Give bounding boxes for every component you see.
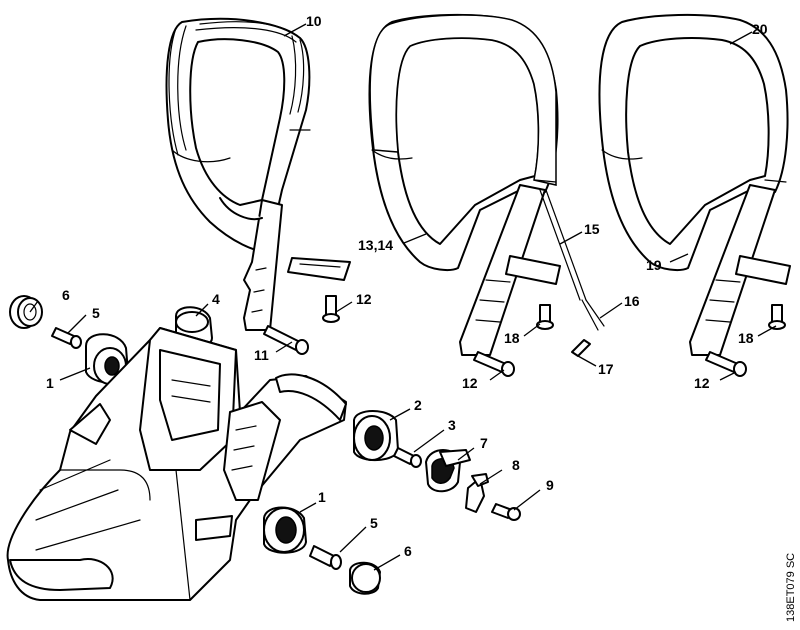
buffer-2: [353, 410, 399, 461]
clip-8: [465, 473, 489, 513]
screw-12-middle: [473, 351, 515, 377]
screw-5-top: [51, 327, 82, 349]
callout-1-top: 1: [46, 375, 54, 391]
handle-bar-13-14: [368, 13, 605, 356]
wire-17: [571, 339, 591, 357]
bracket-7: [425, 449, 471, 493]
callout-6-bottom: 6: [404, 543, 412, 559]
callout-20: 20: [752, 21, 768, 37]
callout-12-right: 12: [694, 375, 710, 391]
buffer-1-bottom: [263, 506, 307, 554]
callout-16: 16: [624, 293, 640, 309]
callout-2: 2: [414, 397, 422, 413]
callout-18-middle: 18: [504, 330, 520, 346]
callout-6-top: 6: [62, 287, 70, 303]
screw-12-right: [705, 351, 747, 377]
callout-17: 17: [598, 361, 614, 377]
callout-9: 9: [546, 477, 554, 493]
callout-3: 3: [448, 417, 456, 433]
callout-7: 7: [480, 435, 488, 451]
screw-12-top: [322, 295, 340, 323]
screw-3: [393, 447, 422, 468]
leader-lines: [29, 23, 777, 571]
callout-15: 15: [584, 221, 600, 237]
callout-11: 11: [254, 347, 269, 363]
callout-5-top: 5: [92, 305, 100, 321]
callout-18-right: 18: [738, 330, 754, 346]
callout-5-bottom: 5: [370, 515, 378, 531]
callout-12-top: 12: [356, 291, 372, 307]
callout-8: 8: [512, 457, 520, 473]
plug-6-top: [9, 295, 43, 329]
callout-4: 4: [212, 291, 220, 307]
callout-13-14: 13,14: [358, 237, 393, 253]
callout-19: 19: [646, 257, 662, 273]
callout-labels: 10 20 13,14 15 19 16 17 18 18 12 12 12 1…: [46, 13, 768, 559]
screw-18-middle: [536, 304, 554, 330]
screw-5-bottom: [309, 545, 342, 570]
handle-bar-10: [165, 17, 351, 331]
plug-6-bottom: [349, 561, 381, 595]
drawing-code: 138ET079 SC: [785, 553, 797, 622]
screw-9: [491, 503, 521, 521]
screw-11: [263, 325, 309, 355]
handle-bar-19-20: [598, 13, 791, 356]
callout-12-middle: 12: [462, 375, 478, 391]
saw-housing: [6, 327, 347, 601]
screw-18-right: [768, 304, 786, 330]
callout-1-bottom: 1: [318, 489, 326, 505]
callout-10: 10: [306, 13, 322, 29]
